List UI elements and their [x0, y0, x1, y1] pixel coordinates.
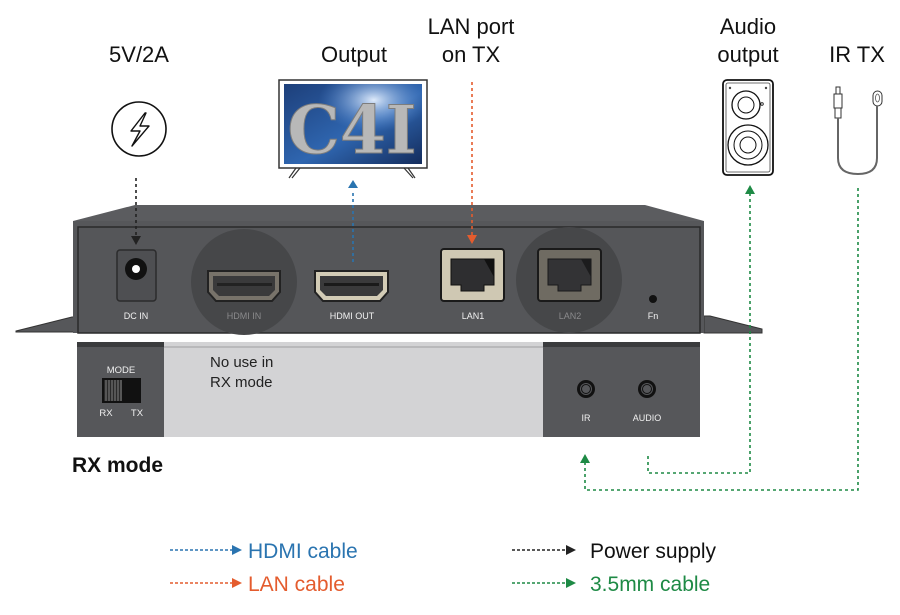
legend-item-hdmi: HDMI cable: [170, 540, 358, 563]
legend-label-power: Power supply: [590, 540, 717, 563]
hdmi-out-port: [314, 270, 389, 302]
legend-item-lan: LAN cable: [170, 573, 345, 596]
mode-switch: [102, 378, 141, 403]
lan1-label: LAN1: [462, 311, 485, 321]
mode-title: RX mode: [72, 454, 163, 477]
tv-icon: C4I: [278, 79, 428, 179]
dc-in-port: [116, 249, 157, 302]
legend-item-35mm: 3.5mm cable: [512, 573, 710, 596]
lan2-port: [537, 248, 602, 302]
legend-label-hdmi: HDMI cable: [248, 540, 358, 563]
audio-connection: [647, 185, 755, 474]
hdmi-in-label: HDMI IN: [227, 311, 262, 321]
ir-tx-label: IR TX: [829, 42, 885, 67]
legend-label-35mm: 3.5mm cable: [590, 573, 710, 596]
mode-label: MODE: [107, 365, 136, 376]
hdmi-in-port: [207, 270, 281, 302]
ir-jack: [577, 380, 595, 398]
device-back-panel: MODE RX TX No use in RX mode IR AUDIO: [77, 342, 700, 437]
lan1-port: [440, 248, 505, 302]
output-label: Output: [321, 42, 387, 67]
power-connection: [131, 178, 141, 245]
legend: HDMI cable LAN cable Power supply 3.5mm …: [170, 540, 717, 596]
power-spec-label: 5V/2A: [109, 42, 169, 67]
audio-output-label-line2: output: [717, 42, 778, 67]
ir-jack-label: IR: [582, 413, 592, 423]
lan2-label: LAN2: [559, 311, 582, 321]
lan-connection: [467, 82, 477, 244]
blocked-note-line2: RX mode: [210, 374, 273, 391]
hdmi-connection: [348, 180, 358, 262]
legend-item-power: Power supply: [512, 540, 717, 563]
dc-in-label: DC IN: [124, 311, 149, 321]
switch-tx-label: TX: [131, 408, 144, 419]
switch-rx-label: RX: [99, 408, 113, 419]
fn-label: Fn: [648, 311, 659, 321]
ir-connection: [580, 188, 859, 491]
tv-screen-logo: C4I: [287, 91, 416, 169]
hdmi-out-label: HDMI OUT: [330, 311, 375, 321]
device-front-panel: DC IN HDMI IN HDMI OUT LAN1 LAN2 Fn: [15, 205, 763, 335]
audio-output-label-line1: Audio: [720, 14, 776, 39]
lan-port-label-line2: on TX: [442, 42, 501, 67]
lan-port-label-line1: LAN port: [428, 14, 515, 39]
speaker-icon: [722, 79, 774, 176]
lightning-bolt-icon: [111, 101, 167, 157]
legend-label-lan: LAN cable: [248, 573, 345, 596]
audio-jack: [638, 380, 656, 398]
ir-emitter-cable-icon: [833, 86, 883, 176]
blocked-note-line1: No use in: [210, 354, 273, 371]
fn-button: [649, 295, 657, 303]
audio-jack-label: AUDIO: [633, 413, 662, 423]
